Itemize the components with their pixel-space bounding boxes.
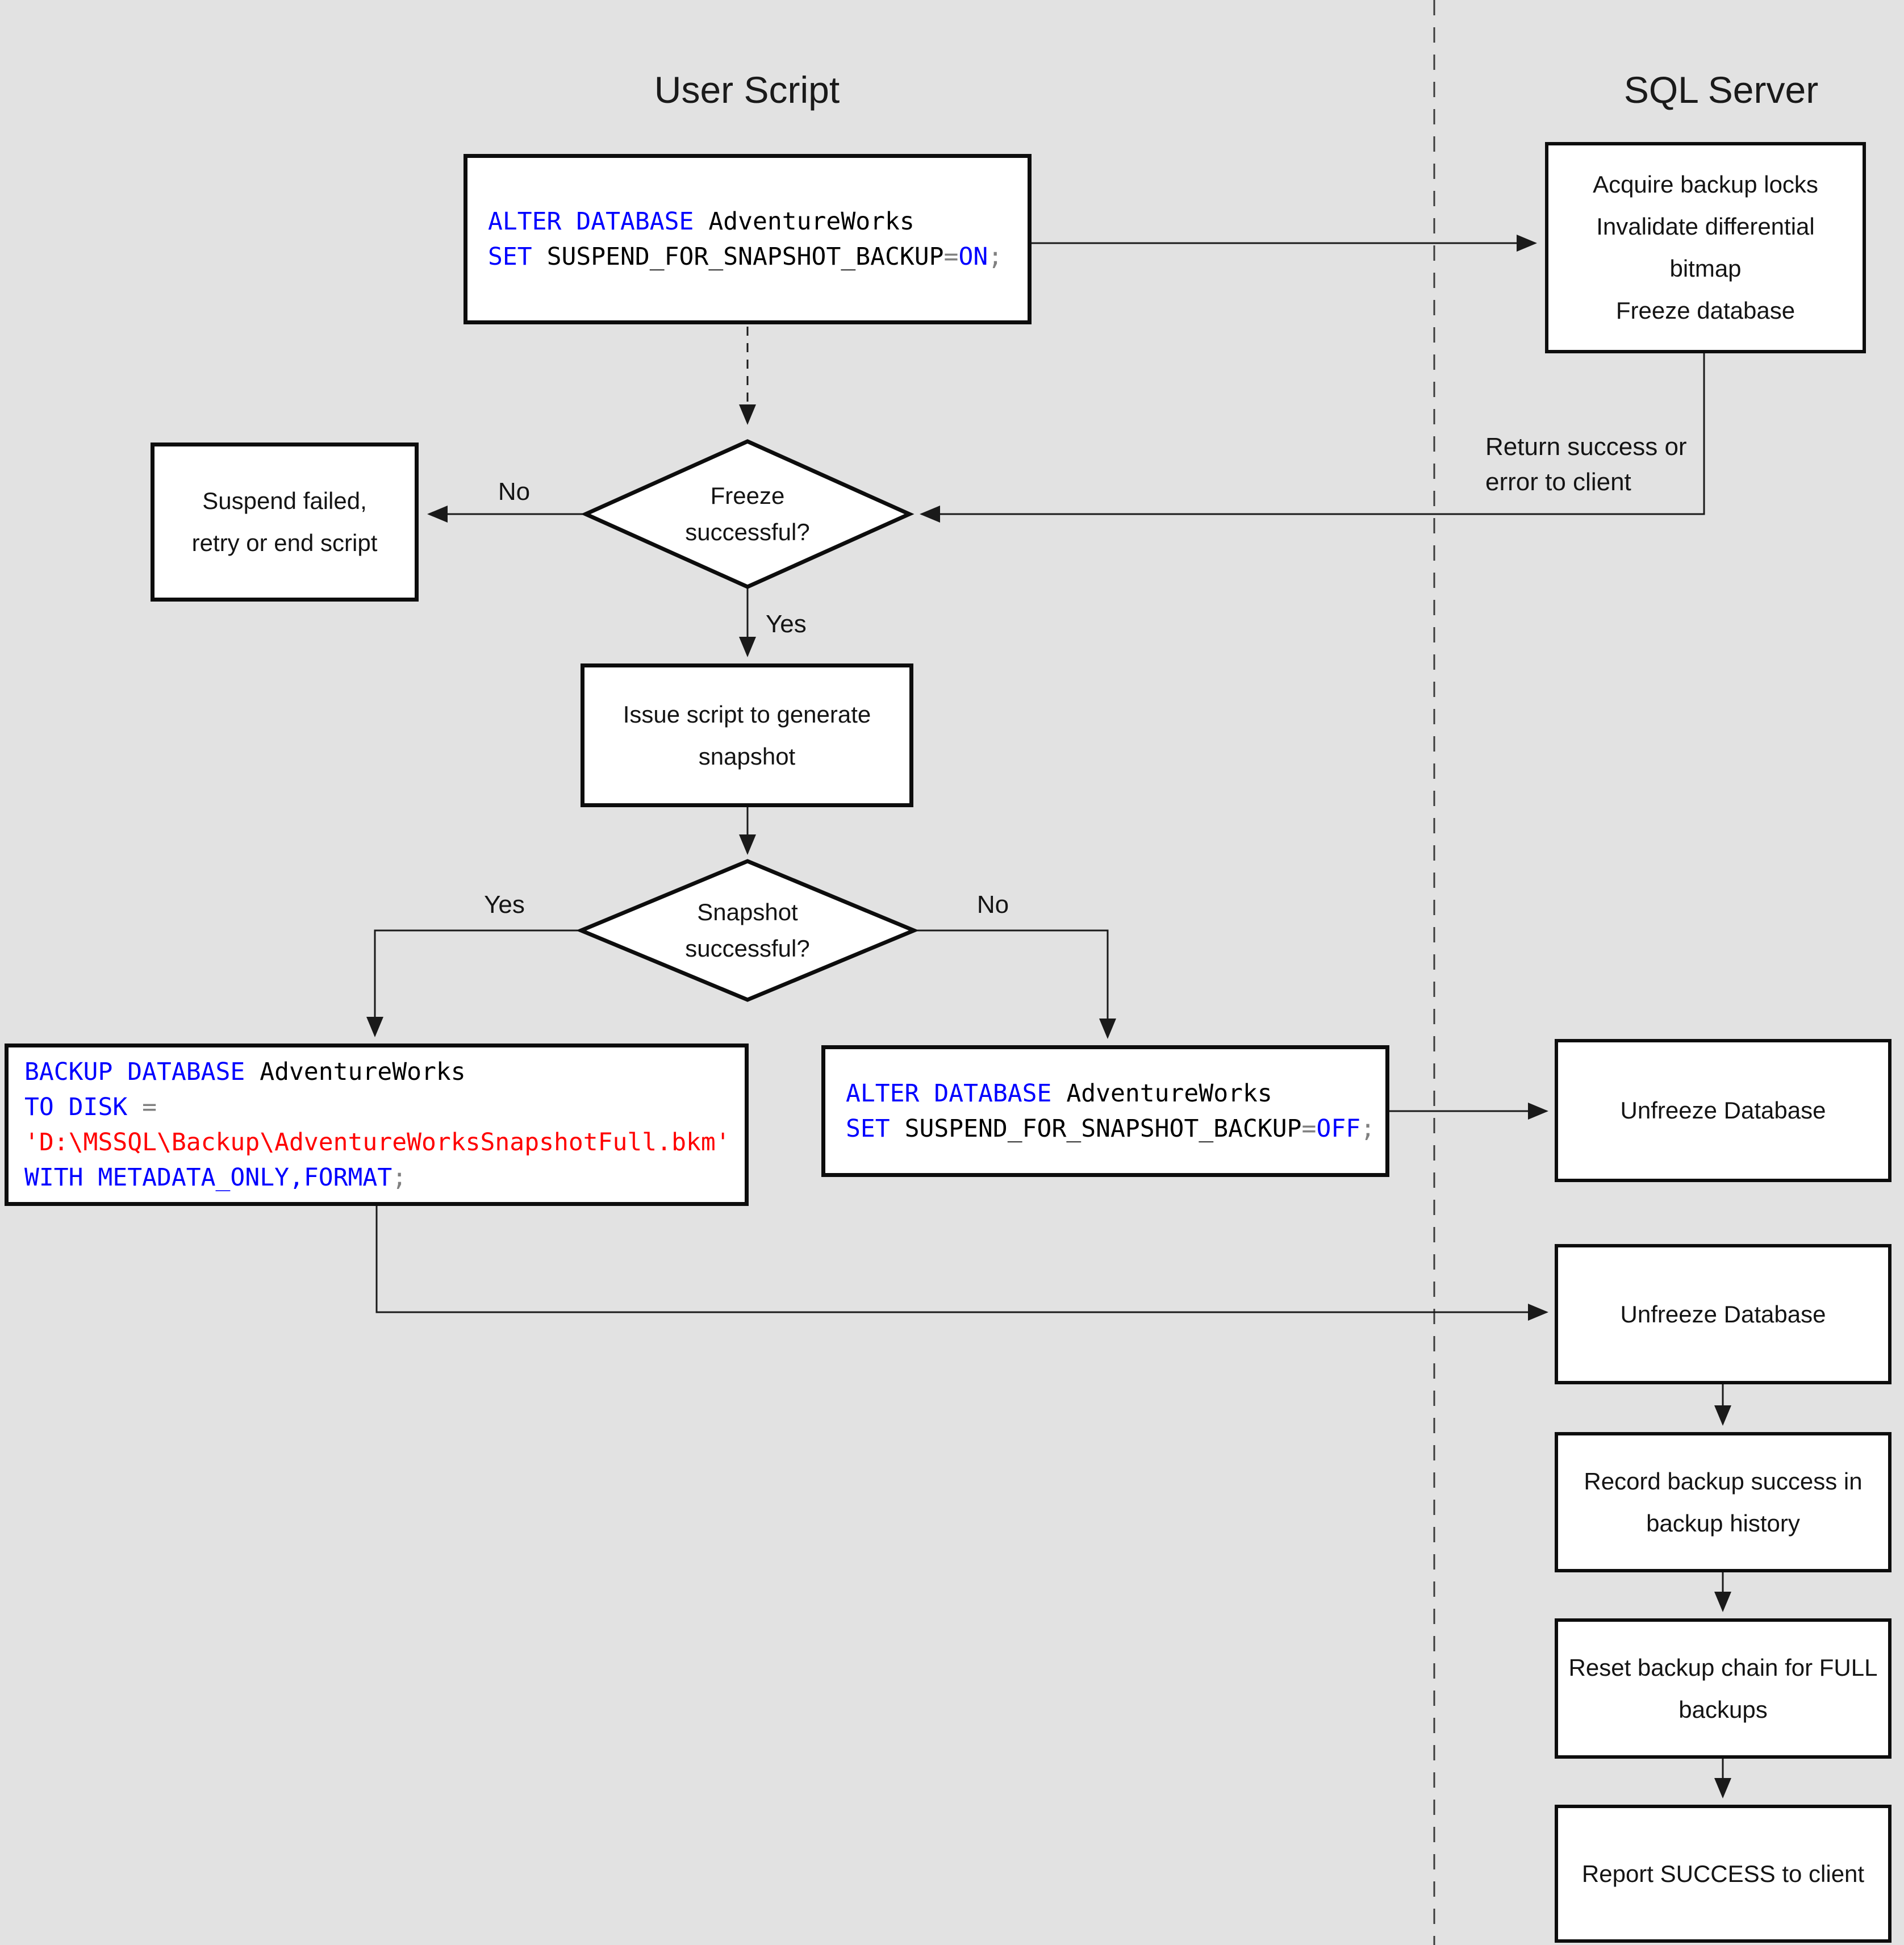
sql-token: WITH METADATA_ONLY,FORMAT	[24, 1163, 393, 1192]
sql-token: SUSPEND_FOR_SNAPSHOT_BACKUP	[904, 1115, 1302, 1143]
sql-token: AdventureWorks	[260, 1058, 466, 1086]
sql-token: =	[943, 243, 959, 271]
code-box-backup-database: BACKUP DATABASE AdventureWorks TO DISK =…	[5, 1044, 749, 1206]
process-label-line: backup history	[1646, 1509, 1800, 1537]
process-label-line: Unfreeze Database	[1620, 1300, 1826, 1328]
connector-backup-to-unfreeze2	[375, 1206, 1548, 1321]
sql-line: SET SUSPEND_FOR_SNAPSHOT_BACKUP=OFF;	[825, 1111, 1375, 1146]
process-label-line: snapshot	[698, 742, 796, 770]
process-label-line: Invalidate differential	[1596, 213, 1815, 240]
decision-label-line: successful?	[685, 935, 810, 962]
process-box-reset-backup-chain: Reset backup chain for FULL backups	[1555, 1618, 1892, 1759]
sql-line: 'D:\MSSQL\Backup\AdventureWorksSnapshotF…	[9, 1125, 730, 1160]
sql-token: =	[1301, 1115, 1317, 1143]
sql-token: ;	[392, 1163, 407, 1192]
process-label-line: Reset backup chain for FULL	[1568, 1654, 1878, 1681]
freeze-yes-label: Yes	[766, 610, 807, 638]
freeze-decision-diamond	[581, 439, 915, 589]
return-note-line: Return success or	[1485, 433, 1687, 461]
sql-token: OFF	[1316, 1115, 1361, 1143]
sql-line: SET SUSPEND_FOR_SNAPSHOT_BACKUP=ON;	[467, 239, 1003, 274]
return-note-label: Return success or error to client	[1485, 429, 1701, 500]
process-label-line: Freeze database	[1615, 297, 1796, 324]
sql-line: ALTER DATABASE AdventureWorks	[825, 1076, 1272, 1111]
process-label-line: backups	[1678, 1696, 1768, 1723]
process-label-line: Report SUCCESS to client	[1581, 1860, 1865, 1887]
sql-line: ALTER DATABASE AdventureWorks	[467, 204, 915, 239]
process-label-line: Unfreeze Database	[1620, 1097, 1826, 1124]
decision-label-line: successful?	[685, 519, 810, 545]
snapshot-yes-label: Yes	[484, 891, 525, 919]
process-label-line: Issue script to generate	[623, 700, 871, 728]
sql-token: TO DISK	[24, 1093, 143, 1121]
lane-title-user-script: User Script	[654, 69, 840, 111]
process-box-unfreeze-database-1: Unfreeze Database	[1555, 1039, 1892, 1182]
sql-line: TO DISK =	[9, 1090, 157, 1125]
sql-token: ;	[1360, 1115, 1375, 1143]
sql-token: ON	[958, 243, 988, 271]
decision-label-line: Snapshot	[697, 899, 798, 925]
sql-token: ALTER DATABASE	[488, 207, 709, 236]
process-box-acquire-backup-locks: Acquire backup locks Invalidate differen…	[1545, 142, 1866, 353]
connector-snapshot-no-to-alter-off	[914, 929, 1116, 1039]
snapshot-decision-label: Snapshot successful?	[642, 891, 853, 970]
code-box-alter-suspend-off: ALTER DATABASE AdventureWorks SET SUSPEN…	[821, 1045, 1389, 1177]
freeze-decision-label: Freeze successful?	[642, 474, 853, 554]
return-note-line: error to client	[1485, 468, 1631, 496]
process-label-line: bitmap	[1669, 255, 1742, 282]
freeze-no-label: No	[498, 478, 531, 506]
process-label-line: Acquire backup locks	[1593, 171, 1818, 198]
sql-token: =	[142, 1093, 157, 1121]
sql-token: AdventureWorks	[708, 207, 915, 236]
code-box-alter-suspend-on: ALTER DATABASE AdventureWorks SET SUSPEN…	[464, 154, 1032, 324]
lane-title-sql-server: SQL Server	[1623, 69, 1819, 111]
process-box-suspend-failed: Suspend failed, retry or end script	[151, 443, 419, 602]
sql-token: BACKUP DATABASE	[24, 1058, 260, 1086]
process-label-line: Suspend failed,	[202, 487, 367, 514]
sql-token: ;	[988, 243, 1003, 271]
sql-token: 'D:\MSSQL\Backup\AdventureWorksSnapshotF…	[24, 1128, 730, 1157]
sql-token: AdventureWorks	[1066, 1079, 1272, 1108]
sql-line: BACKUP DATABASE AdventureWorks	[9, 1054, 466, 1090]
decision-label-line: Freeze	[710, 482, 785, 509]
sql-token: SET	[488, 243, 547, 271]
process-box-issue-script: Issue script to generate snapshot	[581, 663, 913, 807]
sql-token: SET	[846, 1115, 905, 1143]
process-box-report-success: Report SUCCESS to client	[1555, 1805, 1892, 1943]
connector-acquire-to-freeze-decision	[920, 353, 1705, 523]
snapshot-decision-diamond	[575, 859, 920, 1002]
process-box-record-backup-success: Record backup success in backup history	[1555, 1432, 1892, 1572]
process-label-line: Record backup success in	[1584, 1467, 1863, 1495]
sql-line: WITH METADATA_ONLY,FORMAT;	[9, 1160, 407, 1195]
process-label-line: retry or end script	[191, 529, 378, 556]
process-box-unfreeze-database-2: Unfreeze Database	[1555, 1244, 1892, 1384]
connector-snapshot-yes-to-backup	[366, 929, 581, 1037]
snapshot-no-label: No	[976, 891, 1009, 919]
sql-token: ALTER DATABASE	[846, 1079, 1067, 1108]
sql-token: SUSPEND_FOR_SNAPSHOT_BACKUP	[546, 243, 944, 271]
